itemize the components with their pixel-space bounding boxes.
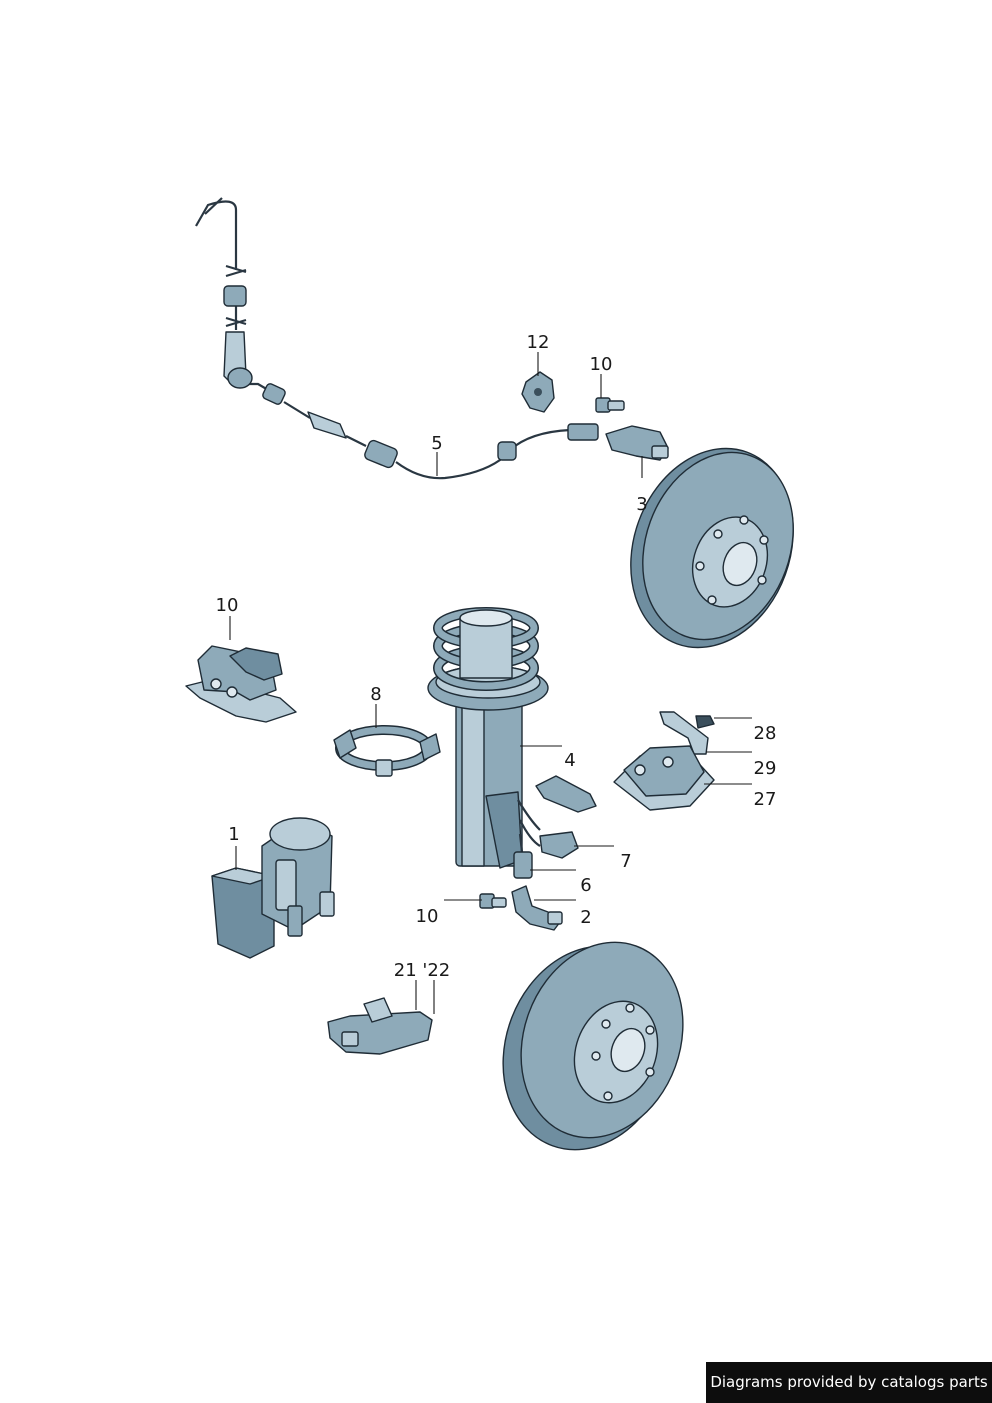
callout-4: 4 [564, 750, 575, 771]
callout-labels: 12 10 5 3 10 8 4 28 29 27 1 7 6 10 2 21 … [216, 332, 777, 981]
callout-28: 28 [754, 723, 777, 744]
callout-2: 2 [580, 907, 591, 928]
callout-29: 29 [754, 758, 777, 779]
callout-6: 6 [580, 875, 591, 896]
brake-disc-upper [630, 447, 794, 649]
sensor-bracket [535, 775, 597, 813]
speed-sensor-part-3 [605, 425, 669, 461]
callout-3: 3 [636, 494, 647, 515]
speed-sensor-part-2 [511, 885, 563, 931]
callout-10-lower: 10 [416, 906, 439, 927]
callout-27: 27 [754, 789, 777, 810]
callout-5: 5 [431, 433, 442, 454]
strap-part-8 [333, 725, 441, 777]
credit-banner: Diagrams provided by catalogs parts [706, 1362, 992, 1403]
control-module-part-1 [211, 817, 335, 959]
connector-part-6 [513, 833, 533, 879]
callout-8: 8 [370, 684, 381, 705]
callout-10-top: 10 [590, 354, 613, 375]
leader-lines [229, 352, 752, 1014]
brake-disc-lower [502, 941, 684, 1151]
clip-part-12 [521, 371, 555, 413]
abs-sensor-cable [195, 197, 599, 480]
callout-7: 7 [620, 851, 631, 872]
bracket-part-10-left [185, 645, 297, 723]
callout-12: 12 [527, 332, 550, 353]
bolt-part-10-lower [479, 893, 507, 909]
connector-part-7 [519, 819, 579, 859]
callout-21-22: 21 '22 [394, 960, 450, 981]
callout-10-left: 10 [216, 595, 239, 616]
parts-27-28-29 [613, 711, 715, 811]
strut-part-4 [427, 607, 549, 869]
bolt-part-10-top [595, 397, 625, 413]
parts-21-22 [327, 997, 433, 1055]
callout-1: 1 [228, 824, 239, 845]
